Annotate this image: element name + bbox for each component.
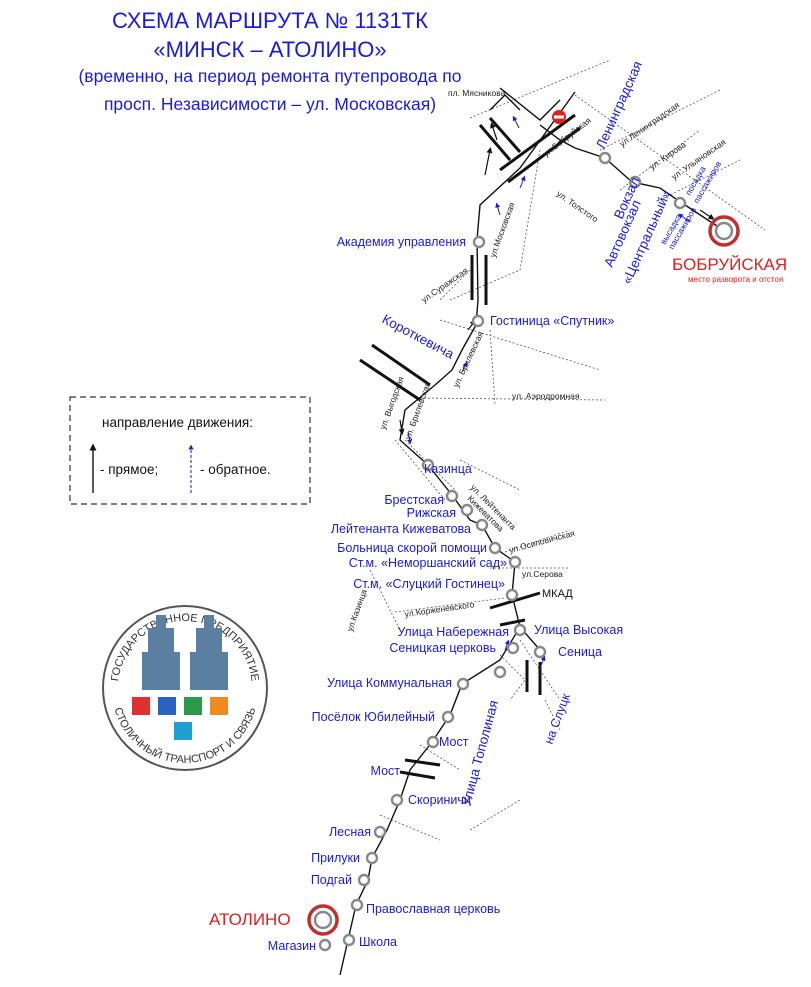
stop-marker-podgay xyxy=(357,873,371,887)
logo-tram-icon xyxy=(184,697,202,715)
header-subtitle-line2: просп. Независимости – ул. Московская) xyxy=(103,94,437,114)
label-na-sluck: на Слуцк xyxy=(542,691,573,746)
label-akademiya: Академия управления xyxy=(337,235,466,249)
legend-title: направление движения: xyxy=(102,415,253,430)
stop-marker-sputnik xyxy=(471,314,485,328)
reverse-paths xyxy=(394,439,526,701)
stop-marker-slucky xyxy=(505,588,519,602)
stop-marker-rizhskaya xyxy=(460,503,474,517)
label-skorinichi: Скориничи xyxy=(408,793,471,807)
terminal-atolino-marker xyxy=(307,904,339,936)
label-kizhevatova: Лейтенанта Кижеватова xyxy=(331,522,471,536)
label-priluki: Прилуки xyxy=(311,851,360,865)
stop-marker-akademiya xyxy=(472,235,486,249)
street-kazinca: ул.Казинца xyxy=(344,588,369,633)
street-mkad: МКАД xyxy=(542,588,573,600)
header-title-line2: «МИНСК – АТОЛИНО» xyxy=(153,37,387,62)
street-serova: ул.Серова xyxy=(522,569,563,579)
stop-marker-kazinca xyxy=(421,458,435,472)
street-vostochnaya: ул. Выгодская xyxy=(377,375,405,431)
street-korzhenevskogo: ул.Корженевского xyxy=(404,599,475,619)
street-brilevskaya2: ул. Брилевская xyxy=(402,380,432,441)
label-shkola: Школа xyxy=(359,935,397,949)
stop-marker-seniczkaya xyxy=(506,641,520,655)
terminal-bobruyskaya-note: место разворота и отстоя xyxy=(688,275,783,284)
label-magazin: Магазин xyxy=(268,939,316,953)
label-podgay: Подгай xyxy=(311,873,352,887)
stop-marker-shkola xyxy=(342,933,356,947)
stop-marker-avtovokzal xyxy=(673,196,687,210)
terminal-atolino-label: АТОЛИНО xyxy=(209,910,291,929)
logo-bus-icon xyxy=(132,697,150,715)
stop-marker-kizhevatova xyxy=(475,518,489,532)
label-rizhskaya: Рижская xyxy=(407,506,456,520)
stop-marker-nemorshansky xyxy=(508,555,522,569)
direction-arrows xyxy=(398,115,715,669)
label-brestskaya: Брестская xyxy=(384,493,444,507)
label-nemorshansky: Ст.м. «Неморшанский сад» xyxy=(349,556,507,570)
label-lesnaya: Лесная xyxy=(329,825,371,839)
street-tolstogo: ул. Толстого xyxy=(555,188,600,224)
stop-marker-brestskaya xyxy=(445,489,459,503)
label-slucky: Ст.м. «Слуцкий Гостинец» xyxy=(353,577,505,591)
street-myasnikova: пл. Мясникова xyxy=(448,88,506,98)
label-most2: Мост xyxy=(371,764,401,778)
street-leningradskaya: ул.Ленинградская xyxy=(617,100,681,149)
stop-marker-most1 xyxy=(426,735,440,749)
label-yubileyny: Посёлок Юбилейный xyxy=(312,710,435,724)
logo-trolleybus-icon xyxy=(158,697,176,715)
stop-marker-magazin xyxy=(318,938,332,952)
stop-marker-priluki xyxy=(365,851,379,865)
stop-marker-leningradskaya xyxy=(598,151,612,165)
label-kommunalnaya: Улица Коммунальная xyxy=(327,676,452,690)
stop-marker-lesnaya xyxy=(373,825,387,839)
label-vysokaya: Улица Высокая xyxy=(534,623,623,637)
stop-markers xyxy=(318,151,687,952)
stop-marker-pravoslavnaya xyxy=(350,898,364,912)
street-moskovskaya: ул.Московская xyxy=(487,200,516,258)
stop-marker-kommunalnaya xyxy=(456,677,470,691)
header-title-line1: СХЕМА МАРШРУТА № 1131ТК xyxy=(112,8,428,33)
label-naberezhnaya: Улица Набережная xyxy=(397,625,509,639)
bridges xyxy=(359,113,581,780)
logo-taxi-icon xyxy=(210,697,228,715)
label-sputnik: Гостиница «Спутник» xyxy=(490,314,614,328)
stop-marker-topolinaya xyxy=(493,665,507,679)
street-surazhskaya: ул.Суражская xyxy=(419,265,470,305)
stop-labels: Академия управления Гостиница «Спутник» … xyxy=(268,235,623,953)
company-logo: ГОСУДАРСТВЕННОЕ ПРЕДПРИЯТИЕ СТОЛИЧНЫЙ ТР… xyxy=(102,605,268,771)
logo-buildings-icon xyxy=(142,615,228,690)
stop-marker-senica xyxy=(533,645,547,659)
street-aerodromnaya: ул. Аэродромная xyxy=(512,391,580,401)
label-senica: Сеница xyxy=(558,645,602,659)
label-bolnica: Больница скорой помощи xyxy=(337,541,487,555)
legend-forward: - прямое; xyxy=(100,462,158,477)
street-osipovichskaya: ул.Осиповичская xyxy=(508,528,576,555)
terminal-bobruyskaya-label: БОБРУЙСКАЯ xyxy=(672,255,787,274)
stop-marker-vokzal xyxy=(628,175,642,189)
no-entry-sign-icon xyxy=(552,110,566,124)
label-topolinaya: Улица Тополиная xyxy=(458,699,501,808)
label-most1: Мост xyxy=(439,735,469,749)
label-kazinca: Казинца xyxy=(424,462,472,476)
header-subtitle-line1: (временно, на период ремонта путепровода… xyxy=(78,66,462,86)
stop-marker-skorinichi xyxy=(390,793,404,807)
logo-metro-icon xyxy=(174,722,192,740)
stop-marker-yubileyny xyxy=(441,710,455,724)
label-seniczkaya: Сеницкая церковь xyxy=(389,641,496,655)
terminal-bobruyskaya-marker xyxy=(708,215,740,247)
legend: направление движения: - прямое; - обратн… xyxy=(69,396,311,505)
legend-reverse: - обратное. xyxy=(200,462,271,477)
stop-marker-naberezhnaya xyxy=(513,623,527,637)
label-korotkevicha: Короткевича xyxy=(380,311,457,362)
stop-marker-bolnica xyxy=(488,541,502,555)
label-pravoslavnaya: Православная церковь xyxy=(366,902,500,916)
